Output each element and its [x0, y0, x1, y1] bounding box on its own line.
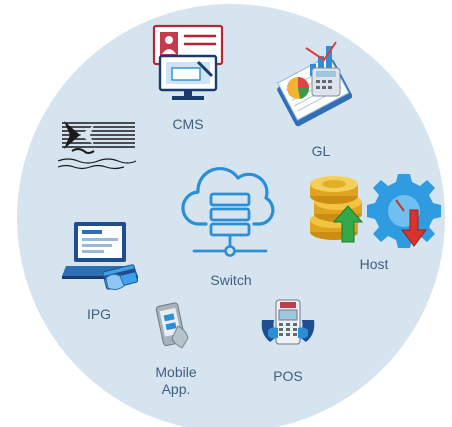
card-terminal-icon [148, 22, 228, 104]
host-label: Host [359, 256, 389, 272]
mobile-label-line1: Mobile [155, 364, 197, 380]
cms-label: CMS [172, 116, 204, 132]
ipg-label: IPG [86, 306, 112, 322]
company-logo-icon [50, 115, 140, 175]
pos-label: POS [273, 368, 303, 384]
gl-label: GL [311, 143, 331, 159]
server-cloud-icon [180, 160, 280, 260]
mobile-label-line2: App. [161, 381, 191, 397]
switch-label: Switch [210, 272, 252, 288]
pos-terminal-icon [258, 296, 318, 350]
laptop-card-icon [62, 218, 142, 294]
ledger-calculator-icon [266, 38, 356, 130]
mobile-phone-icon [148, 300, 198, 352]
coins-gear-icon [306, 170, 444, 250]
